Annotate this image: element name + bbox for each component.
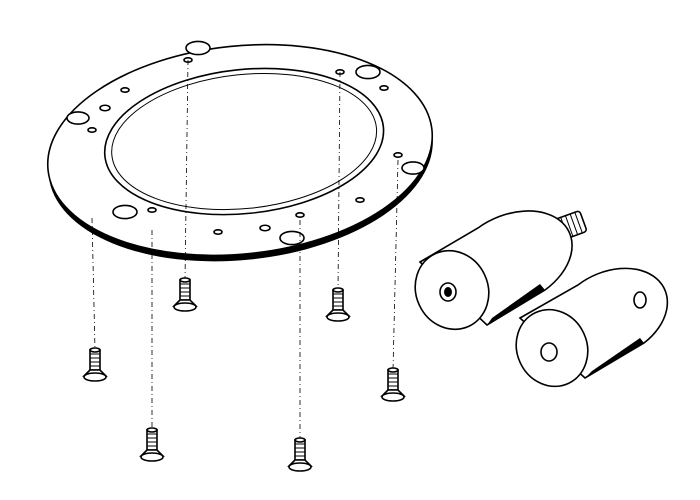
ring-hole bbox=[355, 64, 381, 80]
cylinder-threaded bbox=[414, 210, 573, 331]
cylinder-with-stud bbox=[515, 267, 669, 388]
ring-hole bbox=[99, 104, 111, 112]
ring-hole bbox=[213, 229, 223, 236]
ring-hole bbox=[279, 230, 305, 246]
assembly-line bbox=[337, 71, 341, 291]
ring-hole bbox=[393, 152, 403, 159]
ring-hole bbox=[259, 224, 271, 232]
screw bbox=[82, 347, 108, 382]
ring-hole bbox=[355, 197, 365, 204]
ring-hole bbox=[120, 87, 130, 94]
assembly-lines bbox=[91, 59, 399, 440]
assembly-line bbox=[91, 217, 96, 351]
ring-hole bbox=[147, 207, 157, 214]
ring-hole bbox=[295, 212, 305, 219]
ring-hole bbox=[112, 204, 138, 220]
ring-hole bbox=[401, 161, 425, 175]
screw bbox=[325, 287, 351, 322]
ring-hole bbox=[379, 85, 389, 92]
ring-hole bbox=[66, 111, 90, 125]
screws bbox=[82, 277, 406, 472]
ring-hole bbox=[87, 127, 97, 134]
screw bbox=[139, 427, 165, 462]
mounting-ring bbox=[46, 43, 434, 262]
screw bbox=[380, 367, 406, 402]
ring-hole bbox=[185, 40, 211, 56]
screw bbox=[287, 437, 313, 472]
ring-inner-step bbox=[111, 72, 378, 211]
bore-hole bbox=[540, 342, 558, 362]
ring-inner-edge bbox=[103, 67, 385, 216]
stud bbox=[633, 291, 647, 309]
assembly-line bbox=[184, 59, 189, 281]
screw bbox=[172, 277, 198, 312]
